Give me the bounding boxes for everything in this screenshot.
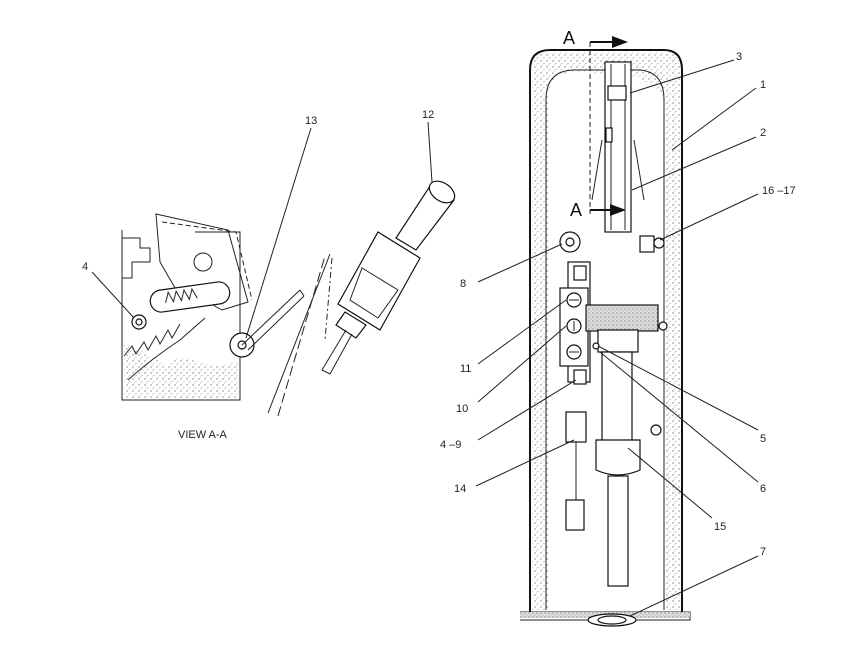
view-caption: VIEW A-A [178, 429, 228, 441]
handle-assembly [321, 180, 456, 375]
callout-13: 13 [305, 115, 317, 127]
callout-7: 7 [760, 546, 766, 558]
view-a-a-detail [121, 213, 333, 417]
callout-labels: 4 13 12 3 1 2 16 –17 8 11 10 4 –9 5 6 15… [82, 28, 796, 558]
callout-4: 4 [82, 261, 88, 273]
callout-16-17: 16 –17 [762, 185, 796, 197]
callout-1: 1 [760, 79, 766, 91]
section-marker-top: A [563, 28, 575, 48]
callout-15: 15 [714, 521, 726, 533]
callout-12: 12 [422, 109, 434, 121]
callout-5: 5 [760, 433, 766, 445]
leader-lines [91, 59, 759, 617]
callout-6: 6 [760, 483, 766, 495]
callout-11: 11 [460, 363, 471, 375]
callout-8: 8 [460, 278, 466, 290]
callout-2: 2 [760, 127, 766, 139]
callout-4-9: 4 –9 [440, 439, 461, 451]
main-column-assembly [520, 36, 691, 627]
callout-14: 14 [454, 483, 466, 495]
callout-3: 3 [736, 51, 742, 63]
callout-10: 10 [456, 403, 468, 415]
section-marker-bottom: A [570, 200, 582, 220]
